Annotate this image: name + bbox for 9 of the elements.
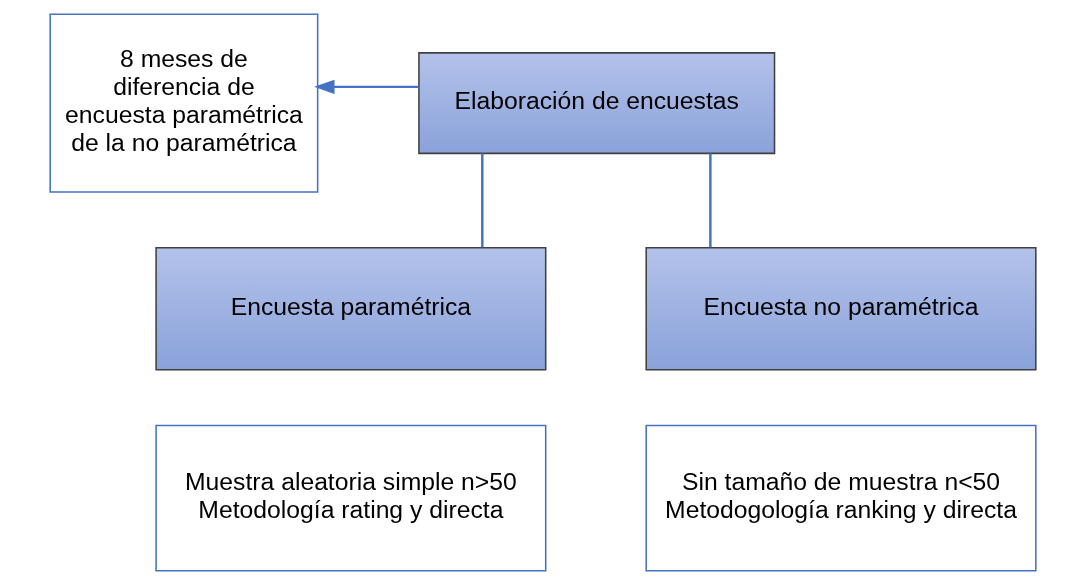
arrow xyxy=(313,79,419,95)
node-box: 8 meses de diferencia de encuesta paramétrica de la no paramétrica xyxy=(48,13,318,193)
node-box: Sin tamaño de muestra n<50 Metodogología ranking y directa xyxy=(644,424,1037,572)
node-box: Encuesta no paramétrica xyxy=(644,246,1037,371)
node-box: Elaboración de encuestas xyxy=(417,52,775,155)
connector xyxy=(708,153,712,248)
connector xyxy=(480,153,484,248)
node-box: Muestra aleatoria simple n>50 Metodología rating y directa xyxy=(154,424,546,572)
node-box: Encuesta paramétrica xyxy=(154,246,546,371)
